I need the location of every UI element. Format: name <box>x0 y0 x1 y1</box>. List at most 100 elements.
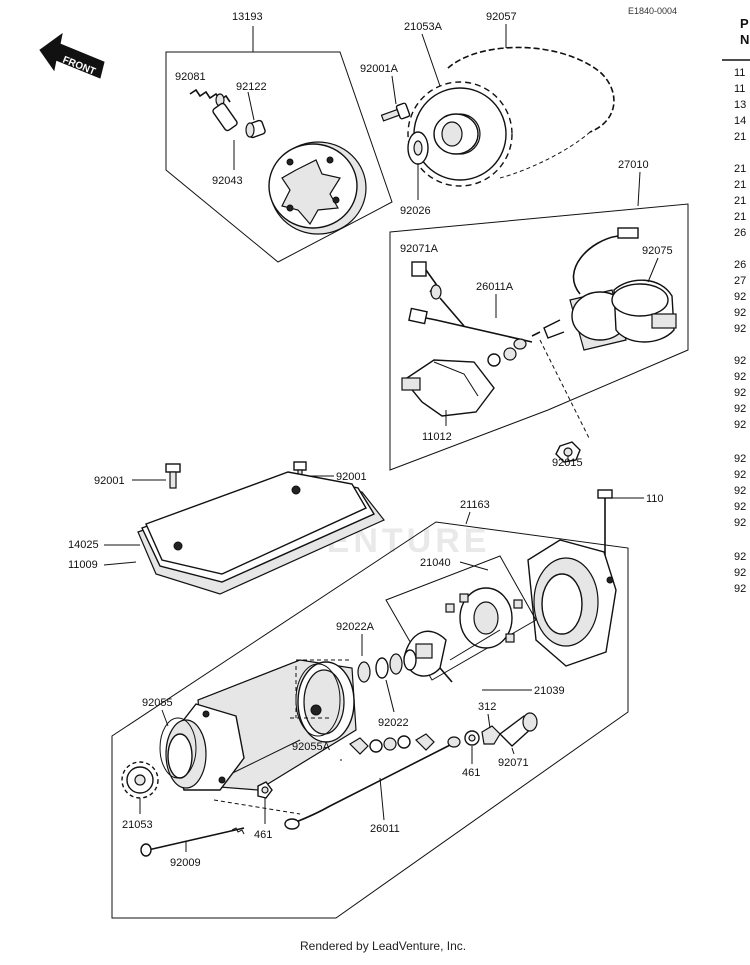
terminal-92071a <box>411 261 465 327</box>
boot-11012 <box>401 359 495 417</box>
label-21163: 21163 <box>460 499 490 511</box>
side-list-item: 21 <box>734 163 746 175</box>
label-11009: 11009 <box>68 559 98 571</box>
side-list-item: 92 <box>734 469 746 481</box>
footer-credit: Rendered by LeadVenture, Inc. <box>300 939 466 953</box>
label-92022a: 92022A <box>336 621 375 633</box>
group-21163: 21163 110 21040 <box>111 489 664 919</box>
washer-92026 <box>407 131 429 165</box>
group-13193-frame <box>165 51 393 263</box>
side-list-item: 92 <box>734 485 746 497</box>
side-list-item: 92 <box>734 403 746 415</box>
roller-92043 <box>212 102 238 132</box>
side-list-item: 92 <box>734 355 746 367</box>
cover-92075 <box>611 279 677 343</box>
label-92081: 92081 <box>175 71 206 83</box>
side-header-line-2: N <box>740 32 749 47</box>
front-arrow: FRONT <box>39 32 105 79</box>
o-ring-92055a <box>295 663 341 737</box>
label-21053: 21053 <box>122 819 153 831</box>
side-list-item: 92 <box>734 517 746 529</box>
group-21163-frame <box>111 521 629 919</box>
side-list-item: 11 <box>734 83 745 95</box>
label-461-bottom: 461 <box>254 829 272 841</box>
label-92022: 92022 <box>378 717 409 729</box>
side-list: 1111131421212121212626279292929292929292… <box>734 67 746 595</box>
sprocket-chain-assembly: 21053A 92057 92001A <box>360 11 615 217</box>
side-list-item: 21 <box>734 211 746 223</box>
label-26011a: 26011A <box>476 281 514 293</box>
label-26011: 26011 <box>370 823 400 835</box>
label-21053a: 21053A <box>404 21 443 33</box>
side-list-item: 11 <box>734 67 745 79</box>
side-list-item: 92 <box>734 453 746 465</box>
nut-461-bottom <box>257 781 273 799</box>
label-13193: 13193 <box>232 11 263 23</box>
side-list-item: 14 <box>734 115 746 127</box>
label-14025: 14025 <box>68 539 99 551</box>
side-list-item: 21 <box>734 131 746 143</box>
chain-92057 <box>447 46 615 179</box>
side-list-item: 26 <box>734 227 746 239</box>
label-92071a: 92071A <box>400 243 439 255</box>
side-list-item: 92 <box>734 323 746 335</box>
side-parts-list: P N 111113142121212121262627929292929292… <box>722 16 750 595</box>
side-list-item: 92 <box>734 307 746 319</box>
label-92001a: 92001A <box>360 63 399 75</box>
label-461-mid: 461 <box>462 767 480 779</box>
washers-92022a <box>357 649 417 683</box>
bolt-92001-left <box>132 463 181 489</box>
group-13193: 13193 92081 92122 92043 <box>165 11 393 263</box>
label-92057: 92057 <box>486 11 517 23</box>
side-list-item: 27 <box>734 275 746 287</box>
label-27010: 27010 <box>618 159 649 171</box>
o-ring-92055 <box>159 717 197 779</box>
group-27010: 27010 92071A 26011A <box>389 159 689 471</box>
label-92026: 92026 <box>400 205 431 217</box>
label-11012: 11012 <box>422 431 452 443</box>
cable-26011 <box>284 736 461 830</box>
label-92055a: 92055A <box>292 741 331 753</box>
side-list-item: 92 <box>734 583 746 595</box>
pin-92122 <box>245 119 266 139</box>
label-21039: 21039 <box>534 685 565 697</box>
front-arrow-icon <box>39 32 105 79</box>
nut-312 <box>481 725 501 745</box>
label-92009: 92009 <box>170 857 201 869</box>
label-312: 312 <box>478 701 496 713</box>
side-list-item: 92 <box>734 371 746 383</box>
side-list-item: 92 <box>734 387 746 399</box>
side-list-item: 92 <box>734 501 746 513</box>
cover-14025 <box>137 471 385 595</box>
label-92015: 92015 <box>552 457 583 469</box>
side-list-item: 92 <box>734 551 746 563</box>
label-92122: 92122 <box>236 81 267 93</box>
side-list-item: 92 <box>734 419 746 431</box>
label-21040: 21040 <box>420 557 451 569</box>
bolt-92001a <box>380 102 411 122</box>
front-housing <box>165 703 245 791</box>
side-list-item: 21 <box>734 179 746 191</box>
sprocket-21053a <box>407 81 513 187</box>
group-27010-frame <box>389 203 689 471</box>
label-92001-top: 92001 <box>336 471 367 483</box>
label-92071: 92071 <box>498 757 529 769</box>
label-92075: 92075 <box>642 245 673 257</box>
label-92043: 92043 <box>212 175 243 187</box>
side-header-line-1: P <box>740 16 749 31</box>
nut-461-mid <box>464 730 480 746</box>
diagram-code: E1840-0004 <box>628 6 677 16</box>
side-list-item: 92 <box>734 291 746 303</box>
nut-92015 <box>555 441 581 463</box>
label-110: 110 <box>646 493 664 505</box>
cable-26011a <box>408 307 533 350</box>
label-92001-left: 92001 <box>94 475 125 487</box>
brush-plate <box>445 587 523 649</box>
terminal-nut-stack <box>349 733 435 755</box>
side-list-item: 21 <box>734 195 746 207</box>
cap-92071 <box>498 712 538 747</box>
clutch-rotor <box>268 141 367 235</box>
side-list-item: 26 <box>734 259 746 271</box>
